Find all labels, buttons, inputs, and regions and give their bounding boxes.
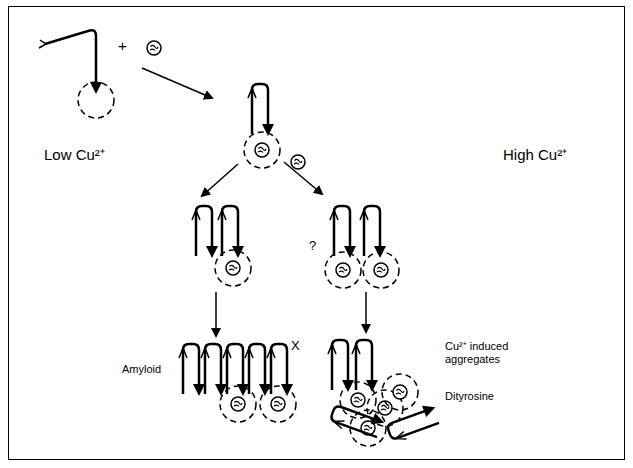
product-label: Dityrosine xyxy=(445,390,494,403)
copper-aggregate xyxy=(328,340,442,446)
low-copper-dimer xyxy=(192,206,251,286)
peptide-copper-complex xyxy=(244,84,280,168)
product-label: Cu²⁺ induced aggregates xyxy=(445,340,527,366)
amyloid-fibril xyxy=(179,344,296,422)
cross-mark: X xyxy=(291,338,300,354)
condition-label: High Cu²⁺ xyxy=(503,146,567,164)
free-peptide xyxy=(39,30,114,118)
product-label: Amyloid xyxy=(122,363,161,376)
question-mark: ? xyxy=(309,238,316,254)
copper-ion xyxy=(291,155,305,169)
copper-ion xyxy=(147,41,161,55)
figure-frame xyxy=(8,6,625,460)
plus-sign: + xyxy=(118,37,127,55)
condition-label: Low Cu²⁺ xyxy=(44,146,105,164)
high-copper-dimer xyxy=(325,206,399,288)
